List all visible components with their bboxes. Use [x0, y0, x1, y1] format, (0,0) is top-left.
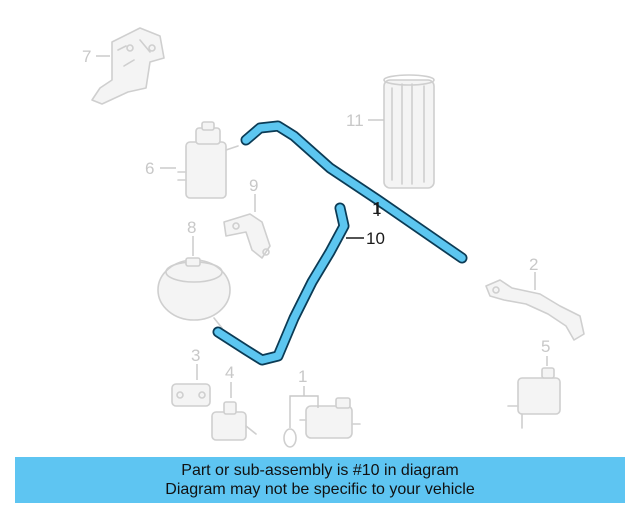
info-banner: Part or sub-assembly is #10 in diagram D…	[15, 457, 625, 503]
part-5-valve: 5	[507, 337, 561, 429]
part-1-egr-valve: 1	[283, 367, 361, 448]
banner-line-1: Part or sub-assembly is #10 in diagram	[181, 462, 459, 479]
parts-diagram: 7 6 8 9 11 2	[82, 27, 585, 448]
part-9-bracket: 9	[223, 176, 271, 259]
label-10: 10	[366, 229, 385, 248]
label-7: 7	[82, 47, 91, 66]
part-10-hose-highlighted: 10	[212, 202, 385, 366]
label-2: 2	[529, 255, 538, 274]
label-9: 9	[249, 176, 258, 195]
part-7-bracket: 7	[82, 27, 165, 105]
label-3: 3	[191, 346, 200, 365]
label-6: 6	[145, 159, 154, 178]
part-2-pipe: 2	[485, 255, 585, 341]
part-6-solenoid: 6	[145, 121, 239, 199]
label-4: 4	[225, 363, 234, 382]
part-4-sensor: 4	[211, 363, 257, 441]
label-8: 8	[187, 218, 196, 237]
banner-line-2: Diagram may not be specific to your vehi…	[165, 481, 475, 498]
label-5: 5	[541, 337, 550, 356]
label-1-hose: 1	[372, 199, 381, 218]
part-3-gasket: 3	[171, 346, 211, 407]
label-1: 1	[298, 367, 307, 386]
label-11: 11	[346, 111, 364, 130]
part-11-canister: 11	[346, 74, 435, 189]
part-8-reservoir: 8	[157, 218, 231, 329]
hose-long: 1	[240, 120, 468, 264]
